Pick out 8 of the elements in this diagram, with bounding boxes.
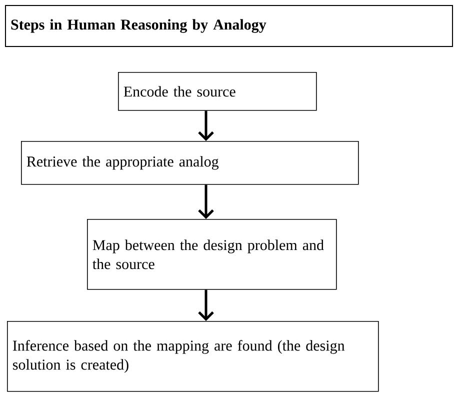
- arrow: [198, 184, 214, 219]
- arrow: [198, 110, 214, 141]
- process-box: Map between the design problem and the source: [87, 219, 337, 290]
- process-box: Inference based on the mapping are found (the design solution is created): [7, 321, 379, 392]
- process-box: Encode the source: [118, 72, 317, 111]
- title-box: Steps in Human Reasoning by Analogy: [5, 5, 453, 47]
- arrow: [198, 290, 214, 321]
- process-box: Retrieve the appropriate analog: [21, 141, 359, 185]
